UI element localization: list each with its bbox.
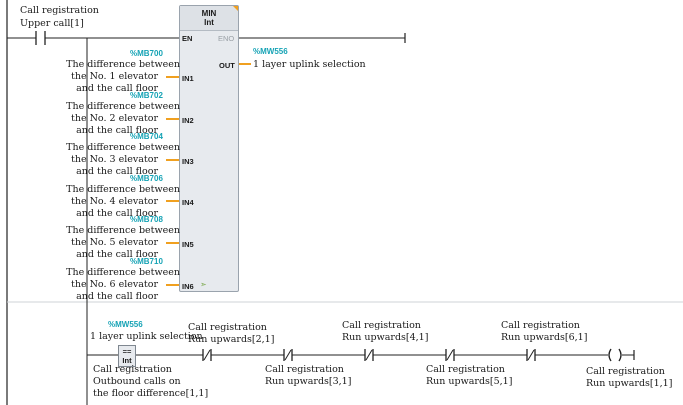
compare-block[interactable]: == Int bbox=[118, 345, 136, 367]
in5-line-3: and the call floor bbox=[76, 249, 158, 260]
output-address: %MW556 bbox=[253, 47, 288, 56]
contact-4[interactable] bbox=[362, 347, 376, 363]
in4-line-1: The difference between bbox=[66, 184, 180, 195]
contact-6-title: Call registration bbox=[501, 320, 580, 331]
contact-5[interactable] bbox=[443, 347, 457, 363]
in1-line-3: and the call floor bbox=[76, 83, 158, 94]
in6-line-2: the No. 6 elevator bbox=[71, 279, 158, 290]
min-block-header: MIN Int bbox=[180, 6, 238, 31]
contact-2-operand: Run upwards[2,1] bbox=[188, 334, 275, 345]
block-corner-marker-icon bbox=[233, 6, 238, 11]
top-contact[interactable] bbox=[33, 29, 48, 47]
in3-address: %MB704 bbox=[130, 132, 163, 141]
top-contact-operand: Upper call[1] bbox=[20, 18, 84, 29]
in6-address: %MB710 bbox=[130, 257, 163, 266]
contact-5-title: Call registration bbox=[426, 364, 505, 375]
pin-out: OUT bbox=[219, 61, 235, 70]
output-text: 1 layer uplink selection bbox=[253, 59, 366, 70]
in6-line-1: The difference between bbox=[66, 267, 180, 278]
in1-line-1: The difference between bbox=[66, 59, 180, 70]
compare-operator: == bbox=[122, 347, 132, 356]
output-coil[interactable] bbox=[606, 347, 624, 363]
pin-in1: IN1 bbox=[182, 74, 194, 83]
contact-3-title: Call registration bbox=[265, 364, 344, 375]
contact-2-title: Call registration bbox=[188, 322, 267, 333]
contact-4-title: Call registration bbox=[342, 320, 421, 331]
contact-4-operand: Run upwards[4,1] bbox=[342, 332, 429, 343]
pin-in2: IN2 bbox=[182, 116, 194, 125]
in5-address: %MB708 bbox=[130, 215, 163, 224]
contact-5-operand: Run upwards[5,1] bbox=[426, 376, 513, 387]
contact-6-operand: Run upwards[6,1] bbox=[501, 332, 588, 343]
compare-text: 1 layer uplink selection bbox=[90, 331, 203, 342]
in3-line-3: and the call floor bbox=[76, 166, 158, 177]
compare-type: Int bbox=[122, 356, 132, 365]
top-contact-title: Call registration bbox=[20, 5, 99, 16]
pin-in5: IN5 bbox=[182, 240, 194, 249]
contact-3[interactable] bbox=[281, 347, 295, 363]
in6-line-3: and the call floor bbox=[76, 291, 158, 302]
add-input-icon[interactable]: ➣ bbox=[200, 280, 207, 289]
coil-operand: Run upwards[1,1] bbox=[586, 378, 673, 389]
in1-line-2: the No. 1 elevator bbox=[71, 71, 158, 82]
in4-line-3: and the call floor bbox=[76, 208, 158, 219]
in4-address: %MB706 bbox=[130, 174, 163, 183]
contact-2[interactable] bbox=[200, 347, 214, 363]
contact-6[interactable] bbox=[524, 347, 538, 363]
in2-line-3: and the call floor bbox=[76, 125, 158, 136]
in5-line-2: the No. 5 elevator bbox=[71, 237, 158, 248]
pin-in4: IN4 bbox=[182, 198, 194, 207]
compare-below-2: Outbound calls on bbox=[93, 376, 181, 387]
coil-title: Call registration bbox=[586, 366, 665, 377]
min-block-type: Int bbox=[204, 18, 214, 27]
compare-below-1: Call registration bbox=[93, 364, 172, 375]
compare-address: %MW556 bbox=[108, 320, 143, 329]
pin-en: EN bbox=[182, 34, 193, 43]
in2-address: %MB702 bbox=[130, 91, 163, 100]
in3-line-2: the No. 3 elevator bbox=[71, 154, 158, 165]
compare-below-3: the floor difference[1,1] bbox=[93, 388, 209, 399]
min-block[interactable]: MIN Int EN ENO OUT IN1 IN2 IN3 IN4 IN5 I… bbox=[179, 5, 239, 292]
in1-address: %MB700 bbox=[130, 49, 163, 58]
in4-line-2: the No. 4 elevator bbox=[71, 196, 158, 207]
contact-3-operand: Run upwards[3,1] bbox=[265, 376, 352, 387]
in2-line-2: the No. 2 elevator bbox=[71, 113, 158, 124]
pin-eno: ENO bbox=[218, 34, 235, 43]
min-block-name: MIN bbox=[201, 9, 217, 18]
pin-in3: IN3 bbox=[182, 157, 194, 166]
in3-line-1: The difference between bbox=[66, 142, 180, 153]
pin-in6: IN6 bbox=[182, 282, 194, 291]
in5-line-1: The difference between bbox=[66, 225, 180, 236]
in2-line-1: The difference between bbox=[66, 101, 180, 112]
